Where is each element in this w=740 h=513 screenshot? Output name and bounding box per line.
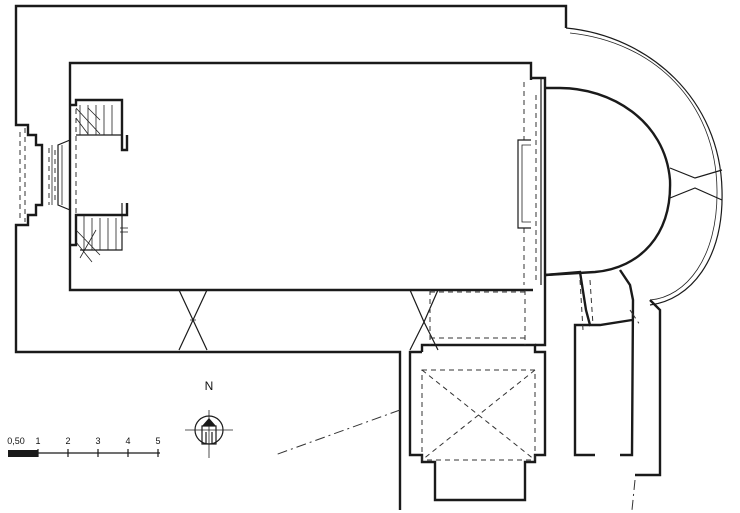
scale-label-3: 3: [95, 436, 100, 446]
east-wall-niche: [517, 139, 531, 229]
compass-label: N: [205, 379, 214, 393]
north-arrow: [185, 410, 233, 458]
lower-staircase: [70, 203, 129, 263]
scale-label-1: 1: [35, 436, 40, 446]
scale-label-2: 2: [65, 436, 70, 446]
south-window-1: [178, 289, 208, 351]
scale-bar: [8, 449, 160, 457]
outer-wall: [14, 4, 568, 510]
dashed-wall-lines: [19, 82, 537, 285]
foundation-outline: [274, 409, 401, 456]
nave-inner-wall: [68, 61, 547, 292]
scale-label-050: 0,50: [7, 436, 25, 446]
west-portal: [51, 139, 71, 211]
scale-label-5: 5: [155, 436, 160, 446]
south-window-2: [409, 289, 439, 351]
apse: [544, 27, 723, 306]
upper-staircase: [70, 98, 129, 152]
scale-label-4: 4: [125, 436, 130, 446]
tower: [408, 290, 547, 502]
southeast-annex: [535, 269, 662, 511]
